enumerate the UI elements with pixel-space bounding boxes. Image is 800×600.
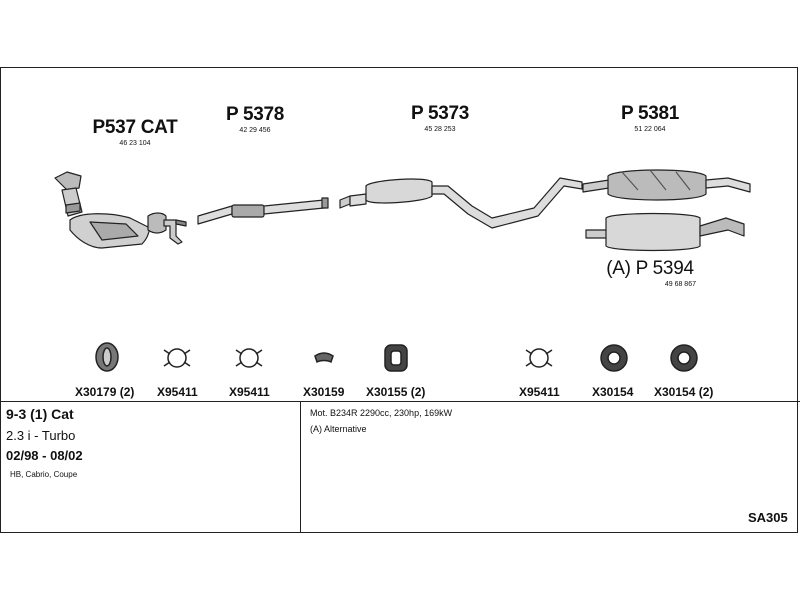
motor-note: Mot. B234R 2290cc, 230hp, 169kW	[310, 408, 453, 418]
alternative-note: (A) Alternative	[310, 424, 367, 434]
fitting-label: X30179 (2)	[75, 385, 135, 399]
rubber-ring-icon[interactable]	[670, 344, 698, 372]
fitting-label: X30155 (2)	[366, 385, 426, 399]
centre-silencer-part[interactable]	[339, 177, 583, 229]
vehicle-model: 9-3 (1) Cat	[6, 406, 74, 422]
pipe-clamp-icon[interactable]	[525, 348, 553, 368]
part-label-p5378: P 5378 42 29 456	[210, 104, 300, 134]
diagram-frame	[0, 67, 798, 533]
rubber-hanger-icon[interactable]	[95, 342, 119, 372]
gasket-icon[interactable]	[314, 352, 334, 364]
rear-silencer-part[interactable]	[582, 169, 751, 201]
catalytic-converter-part[interactable]	[54, 171, 187, 249]
fitting-label: X95411	[157, 385, 198, 399]
pipe-clamp-icon[interactable]	[235, 348, 263, 368]
rubber-ring-icon[interactable]	[600, 344, 628, 372]
vehicle-years: 02/98 - 08/02	[6, 448, 83, 463]
vehicle-engine: 2.3 i - Turbo	[6, 428, 76, 443]
part-number: 51 22 064	[634, 126, 666, 133]
fitting-label: X30154 (2)	[654, 385, 714, 399]
alternative-rear-silencer-part[interactable]	[585, 212, 745, 252]
intermediate-pipe-part[interactable]	[197, 197, 329, 225]
pipe-clamp-icon[interactable]	[163, 348, 191, 368]
divider-horizontal	[0, 401, 800, 402]
part-number: 46 23 104	[119, 140, 151, 147]
part-label-p5394: (A) P 5394 49 68 867	[590, 258, 710, 288]
part-code: P 5378	[225, 104, 285, 125]
fitting-label: X30159	[303, 385, 345, 399]
part-code: (A) P 5394	[606, 258, 694, 279]
part-number: 49 68 867	[664, 281, 696, 288]
part-code: P537 CAT	[92, 117, 178, 138]
divider-vertical	[300, 401, 301, 533]
part-code: P 5373	[410, 103, 470, 124]
vehicle-body: HB, Cabrio, Coupe	[10, 470, 78, 479]
fitting-label: X95411	[229, 385, 270, 399]
rubber-mount-icon[interactable]	[384, 344, 408, 372]
part-number: 45 28 253	[424, 126, 456, 133]
part-code: P 5381	[620, 103, 680, 124]
system-code: SA305	[748, 510, 788, 525]
part-label-p537: P537 CAT 46 23 104	[85, 117, 185, 147]
part-label-p5381: P 5381 51 22 064	[605, 103, 695, 133]
fitting-label: X30154	[592, 385, 634, 399]
part-label-p5373: P 5373 45 28 253	[395, 103, 485, 133]
fitting-label: X95411	[519, 385, 560, 399]
part-number: 42 29 456	[239, 127, 271, 134]
